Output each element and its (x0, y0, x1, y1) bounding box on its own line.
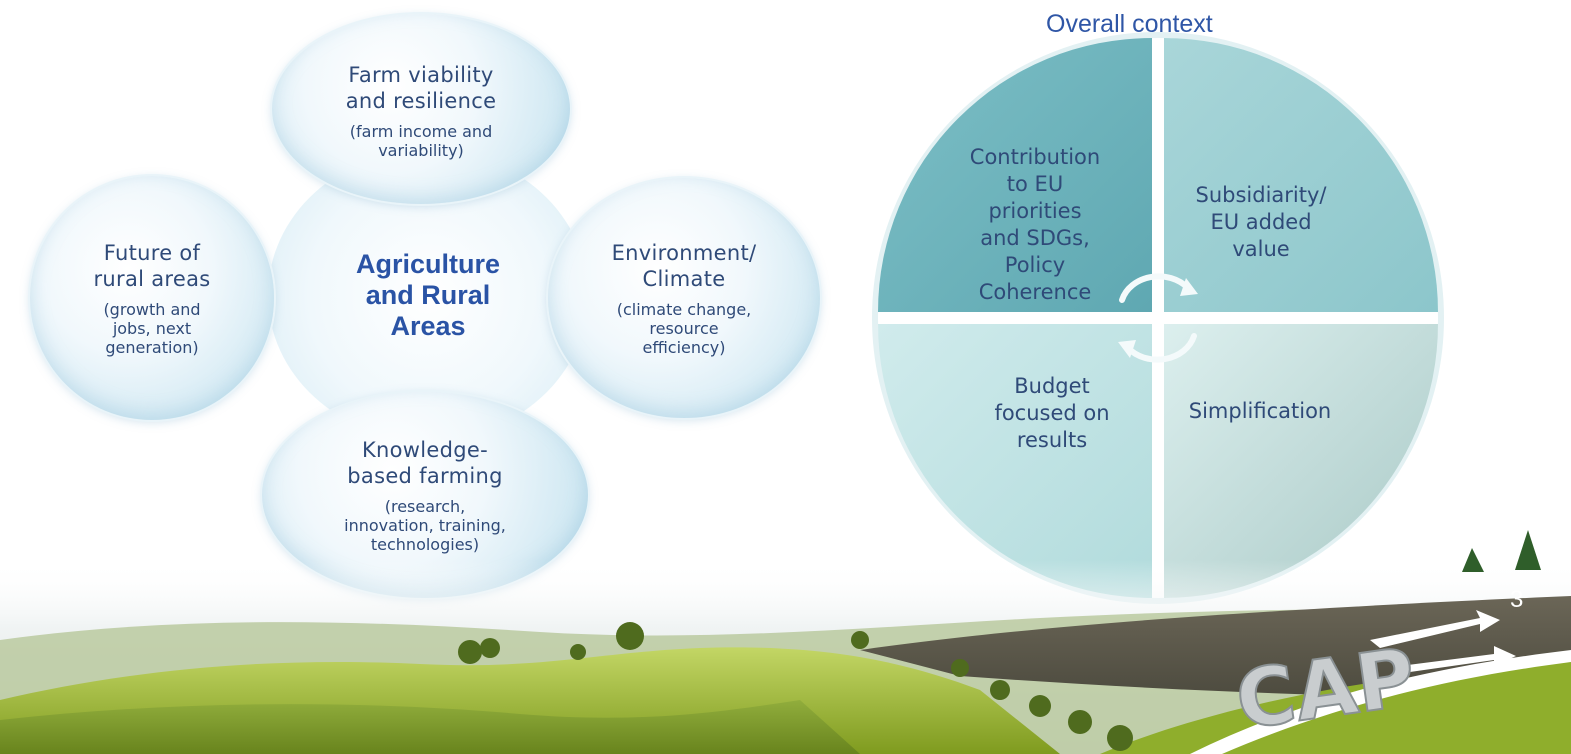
quadrant-bottom-right-label: Simplification (1188, 399, 1332, 423)
cycle-arrows-icon (1118, 273, 1198, 363)
quadrant-bottom-left-label: Budget focused on results (994, 374, 1110, 452)
quadrant-top-left-label: Contribution to EU priorities and SDGs, … (969, 145, 1101, 304)
bubble-environment-climate-title: Environment/ Climate (611, 240, 757, 291)
cap-logo: CAP (1190, 610, 1571, 754)
bubble-farm-viability: Farm viability and resilience (farm inco… (272, 14, 570, 204)
bubble-rural-areas-detail: (growth and jobs, next generation) (103, 299, 201, 357)
bubble-farm-viability-title: Farm viability and resilience (345, 63, 497, 113)
quadrant-bottom-right (1164, 324, 1438, 598)
landscape-illustration (0, 530, 1571, 754)
cap-logo-text: CAP (1230, 630, 1420, 747)
quadrant-top-right (1164, 38, 1438, 312)
bubble-environment-climate: Environment/ Climate (climate change, re… (548, 178, 820, 418)
bubble-knowledge-farming-title: Knowledge- based farming (347, 437, 503, 488)
quadrant-top-left (878, 38, 1152, 312)
quadrant-top-right-label: Subsidiarity/ EU added value (1195, 183, 1327, 261)
bubble-rural-areas-title: Future of rural areas (93, 240, 211, 291)
center-title: Agriculture and Rural Areas (355, 248, 501, 341)
bubble-rural-areas: Future of rural areas (growth and jobs, … (30, 176, 274, 420)
bubble-knowledge-farming-detail: (research, innovation, training, technol… (344, 496, 506, 554)
page-number: 3 (1510, 586, 1524, 613)
quadrant-bottom-left (878, 324, 1152, 598)
bubble-farm-viability-detail: (farm income and variability) (349, 122, 493, 160)
bubble-environment-climate-detail: (climate change, resource efficiency) (616, 299, 752, 357)
